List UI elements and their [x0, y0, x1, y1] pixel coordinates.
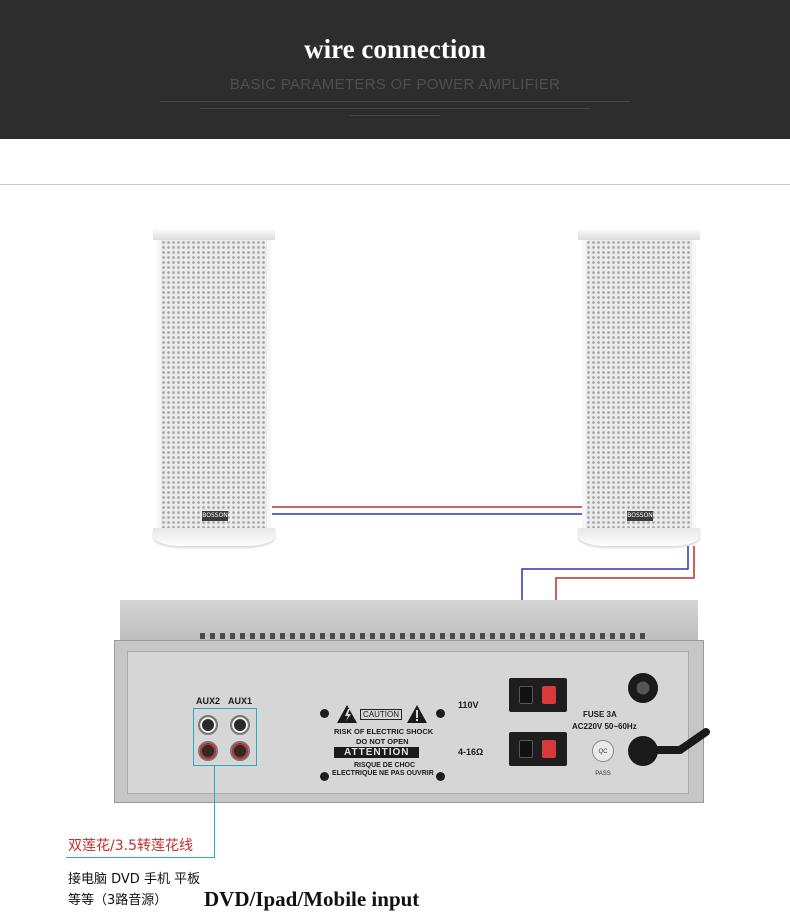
- rca-jack-red[interactable]: [198, 741, 218, 761]
- fine-print-line: [200, 108, 590, 109]
- warning-icon: [337, 705, 357, 723]
- speaker-right: BOSSON: [578, 230, 700, 548]
- speaker-logo: BOSSON: [627, 511, 653, 521]
- amplifier-rear-panel: AUX2 AUX1 CAUTION RISK OF ELE: [114, 640, 704, 803]
- speaker-terminal-ohm[interactable]: [509, 732, 567, 766]
- callout-connector: [214, 765, 215, 858]
- speaker-bottom-cap: [153, 528, 275, 546]
- panel-screw: [320, 709, 329, 718]
- exclamation-icon: [407, 705, 427, 723]
- aux2-label: AUX2: [196, 696, 221, 706]
- amplifier-vent: [200, 633, 650, 639]
- rca-jack-white[interactable]: [230, 715, 250, 735]
- fuse-label: FUSE 3A: [583, 710, 617, 719]
- risk-text: RISK OF ELECTRIC SHOCK: [334, 727, 434, 736]
- amplifier: AUX2 AUX1 CAUTION RISK OF ELE: [112, 600, 706, 803]
- fuse-holder[interactable]: [628, 673, 658, 703]
- panel-screw: [320, 772, 329, 781]
- attention-label: ATTENTION: [334, 747, 420, 758]
- speaker-top-cap: [578, 230, 700, 240]
- voltage-110-label: 110V: [458, 700, 479, 710]
- fine-print-line: [160, 101, 630, 102]
- electrique-text: ELECTRIQUE NE PAS OUVRIR: [332, 770, 434, 777]
- speaker-logo: BOSSON: [202, 511, 228, 521]
- input-caption: DVD/Ipad/Mobile input: [204, 887, 420, 911]
- amplifier-inner-panel: AUX2 AUX1 CAUTION RISK OF ELE: [127, 651, 689, 794]
- panel-screw: [436, 772, 445, 781]
- rca-jack-red[interactable]: [230, 741, 250, 761]
- speaker-terminal-110v[interactable]: [509, 678, 567, 712]
- terminal-red[interactable]: [542, 740, 556, 758]
- source-note-line2: 等等（3路音源）: [68, 893, 168, 908]
- section-divider: [0, 184, 790, 185]
- qc-pass-sticker: QC PASS: [592, 740, 614, 777]
- fine-print-line: [350, 115, 440, 116]
- speaker-grille: [157, 230, 271, 530]
- caution-label: CAUTION: [360, 709, 402, 720]
- impedance-label: 4-16Ω: [458, 747, 484, 757]
- speaker-grille: [582, 230, 696, 530]
- terminal-black[interactable]: [519, 686, 533, 704]
- ac-label: AC220V 50~60Hz: [572, 722, 637, 731]
- aux-input-highlight: [193, 708, 257, 766]
- terminal-red[interactable]: [542, 686, 556, 704]
- page-subtitle: BASIC PARAMETERS OF POWER AMPLIFIER: [229, 76, 561, 93]
- cable-callout: 双莲花/3.5转莲花线: [68, 838, 193, 854]
- speaker-bottom-cap: [578, 528, 700, 546]
- speaker-left: BOSSON: [153, 230, 275, 548]
- aux1-label: AUX1: [228, 696, 253, 706]
- callout-underline: [66, 857, 214, 858]
- risque-text: RISQUE DE CHOC: [354, 762, 416, 769]
- header-banner: wire connection BASIC PARAMETERS OF POWE…: [0, 0, 790, 139]
- power-cord: [644, 728, 710, 754]
- terminal-black[interactable]: [519, 740, 533, 758]
- donot-text: DO NOT OPEN: [356, 737, 409, 746]
- panel-screw: [436, 709, 445, 718]
- rca-jack-white[interactable]: [198, 715, 218, 735]
- amplifier-top: [120, 600, 698, 642]
- source-note-line1: 接电脑 DVD 手机 平板: [68, 872, 201, 887]
- speaker-top-cap: [153, 230, 275, 240]
- page-title: wire connection: [304, 34, 486, 64]
